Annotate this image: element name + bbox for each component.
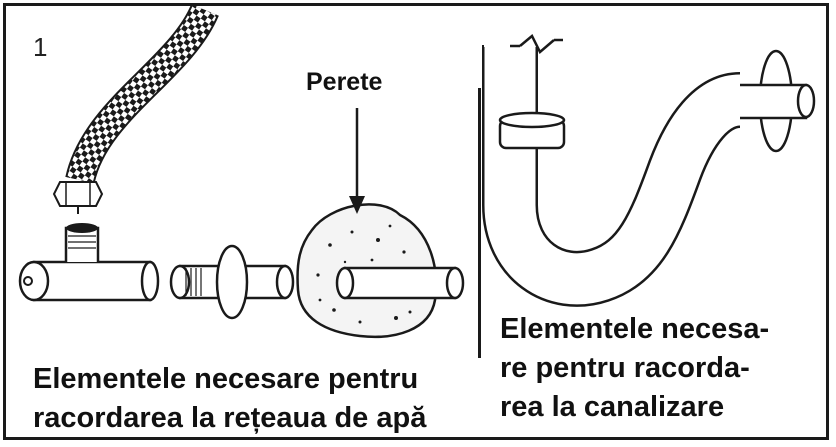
wall-icon bbox=[296, 203, 465, 339]
caption-line: racordarea la rețeaua de apă bbox=[33, 402, 427, 434]
arrow-down-icon bbox=[349, 108, 365, 214]
caption-line: re pentru racorda- bbox=[500, 352, 750, 384]
caption-line: Elementele necesa- bbox=[500, 313, 770, 345]
wall-flange-nipple-icon bbox=[169, 244, 295, 320]
wall-label: Perete bbox=[306, 68, 383, 96]
braided-hose-icon bbox=[52, 3, 219, 214]
section-divider bbox=[478, 88, 481, 358]
figure-number: 1 bbox=[33, 32, 48, 62]
figure-frame bbox=[3, 3, 829, 440]
siphon-trap-icon bbox=[482, 34, 816, 307]
caption-water-connection: Elementele necesare pentru racordarea la… bbox=[33, 360, 426, 438]
caption-drain-connection: Elementele necesa- re pentru racorda- re… bbox=[500, 310, 769, 427]
caption-line: rea la canalizare bbox=[500, 391, 725, 423]
caption-line: Elementele necesare pentru bbox=[33, 363, 419, 395]
tee-fitting-icon bbox=[18, 223, 160, 302]
